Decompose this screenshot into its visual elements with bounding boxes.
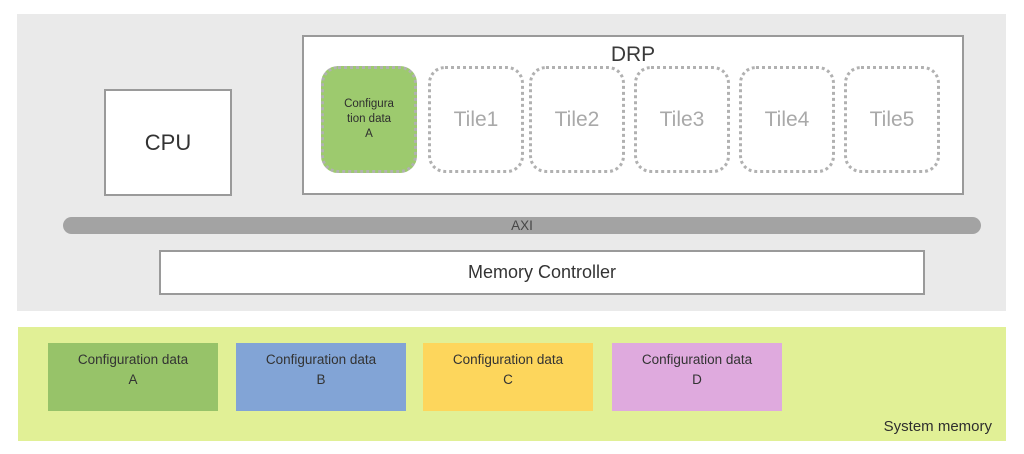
config-data-a-block: Configuration data A xyxy=(48,343,218,411)
config-data-c-block: Configuration data C xyxy=(423,343,593,411)
drp-tile-5: Tile5 xyxy=(844,66,940,173)
axi-bus-label: AXI xyxy=(511,218,533,233)
drp-tile-3: Tile3 xyxy=(634,66,730,173)
drp-configured-tile: Configura tion data A xyxy=(321,66,417,173)
config-data-d-block: Configuration data D xyxy=(612,343,782,411)
drp-tile-2-label: Tile2 xyxy=(554,107,600,131)
config-data-c-label: Configuration data C xyxy=(452,352,564,388)
system-memory-panel: Configuration data A Configuration data … xyxy=(18,327,1006,441)
drp-tile-4: Tile4 xyxy=(739,66,835,173)
drp-label: DRP xyxy=(610,43,656,66)
drp-block: DRP Configura tion data A Tile1 Tile2 Ti… xyxy=(302,35,964,195)
config-data-b-block: Configuration data B xyxy=(236,343,406,411)
memory-controller-block: Memory Controller xyxy=(159,250,925,295)
drp-configured-tile-label: Configura tion data A xyxy=(344,98,394,140)
cpu-label: CPU xyxy=(144,129,192,155)
config-data-b-label: Configuration data B xyxy=(265,352,377,388)
drp-tile-1-label: Tile1 xyxy=(453,107,499,131)
cpu-block: CPU xyxy=(104,89,232,196)
system-memory-label: System memory xyxy=(883,418,992,435)
soc-panel: CPU DRP Configura tion data A Tile1 Tile… xyxy=(17,14,1006,311)
config-data-d-label: Configuration data D xyxy=(641,352,753,388)
drp-tile-1: Tile1 xyxy=(428,66,524,173)
drp-tile-2: Tile2 xyxy=(529,66,625,173)
config-data-a-label: Configuration data A xyxy=(77,352,189,388)
drp-tile-3-label: Tile3 xyxy=(659,107,705,131)
memory-controller-label: Memory Controller xyxy=(467,262,617,282)
drp-tile-4-label: Tile4 xyxy=(764,107,810,131)
axi-bus-bar: AXI xyxy=(63,217,981,234)
drp-tile-5-label: Tile5 xyxy=(869,107,915,131)
